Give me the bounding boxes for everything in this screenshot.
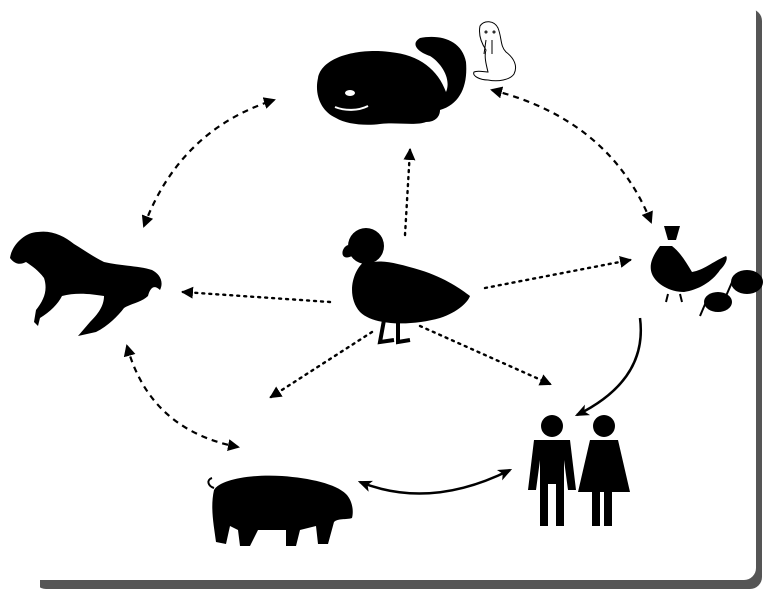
edge-horse-whale [141, 97, 276, 228]
edges [123, 86, 653, 495]
walrus-icon [473, 21, 517, 82]
edge-duck-whale [403, 148, 416, 237]
edge-pig-humans [357, 468, 513, 495]
chicken-and-kiwi-icon [650, 226, 763, 317]
edge-duck-pig [269, 330, 374, 399]
edge-horse-pig [123, 344, 240, 451]
whale-icon [316, 36, 467, 125]
horse-icon [10, 231, 162, 336]
pig-icon [207, 475, 353, 546]
man-and-woman-icon [528, 415, 630, 526]
edge-duck-humans [418, 324, 552, 386]
edge-whale-birds [490, 86, 653, 224]
duck-icon [342, 228, 470, 345]
edge-birds-humans [574, 317, 643, 417]
